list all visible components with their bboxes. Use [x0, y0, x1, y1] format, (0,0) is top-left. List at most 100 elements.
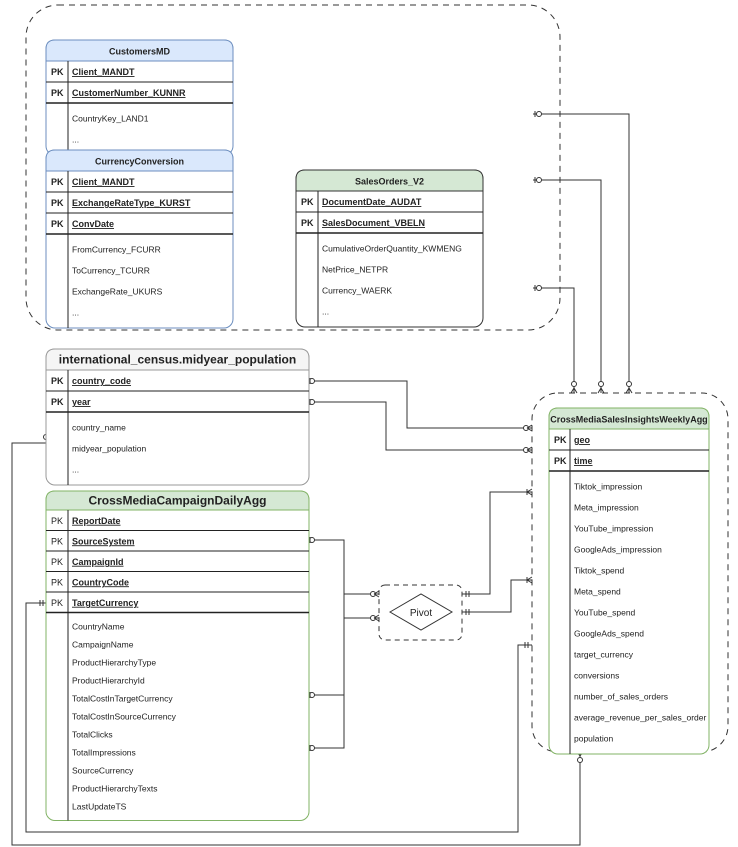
attribute-field[interactable]: TotalCostInSourceCurrency: [72, 712, 177, 722]
table-header: [548, 407, 710, 430]
attribute-field[interactable]: YouTube_impression: [574, 524, 653, 534]
link-campaign-targetcurrency: [25, 602, 532, 833]
pk-label: PK: [301, 218, 314, 228]
pivot-node[interactable]: Pivot: [378, 584, 463, 641]
many-cardinality-icon: [373, 590, 380, 598]
many-cardinality-icon: [625, 387, 633, 394]
link-group-to-weekly-3: [533, 287, 575, 393]
table-title: international_census.midyear_population: [59, 353, 296, 367]
link-pivot-weekly-1: [462, 491, 532, 595]
attribute-field[interactable]: NetPrice_NETPR: [322, 265, 388, 275]
link-campaign-sourcesystem: [309, 539, 345, 749]
attribute-field[interactable]: CampaignName: [72, 640, 134, 650]
optional-cardinality-icon: [536, 285, 542, 291]
attribute-field[interactable]: TotalClicks: [72, 730, 113, 740]
many-cardinality-icon: [373, 614, 380, 622]
pk-label: PK: [51, 536, 63, 546]
attribute-field[interactable]: YouTube_spend: [574, 608, 636, 618]
pk-row[interactable]: PK DocumentDate_AUDAT: [296, 197, 483, 213]
link-pivot-weekly-2: [462, 579, 532, 613]
attribute-field[interactable]: population: [574, 734, 614, 744]
pk-label: PK: [301, 197, 314, 207]
attribute-field[interactable]: conversions: [574, 671, 619, 681]
pk-field: CountryCode: [72, 577, 129, 587]
attribute-field[interactable]: ...: [72, 135, 79, 145]
attribute-field[interactable]: target_currency: [574, 650, 634, 660]
pk-field: TargetCurrency: [72, 598, 138, 608]
attribute-field[interactable]: ...: [72, 465, 79, 475]
pk-label: PK: [51, 177, 64, 187]
attribute-field[interactable]: GoogleAds_impression: [574, 545, 662, 555]
many-cardinality-icon: [526, 446, 533, 454]
pivot-label: Pivot: [410, 608, 432, 619]
source-tables-group: [25, 4, 561, 331]
attribute-field[interactable]: midyear_population: [72, 444, 146, 454]
pk-label: PK: [51, 516, 63, 526]
pk-field: DocumentDate_AUDAT: [322, 197, 422, 207]
attribute-field[interactable]: CountryName: [72, 622, 125, 632]
attribute-field[interactable]: CumulativeOrderQuantity_KWMENG: [322, 244, 462, 254]
attribute-field[interactable]: FromCurrency_FCURR: [72, 245, 161, 255]
pk-label: PK: [51, 557, 63, 567]
attribute-field[interactable]: country_name: [72, 423, 126, 433]
pk-label: PK: [51, 198, 64, 208]
attribute-field[interactable]: ...: [72, 308, 79, 318]
pk-field: time: [574, 456, 593, 466]
pivot-diamond: [389, 593, 453, 631]
table-header: [45, 149, 234, 172]
table-header: [45, 39, 234, 62]
pk-row[interactable]: PK CampaignId: [46, 557, 309, 572]
pk-label: PK: [51, 397, 64, 407]
attribute-field[interactable]: ...: [322, 307, 329, 317]
attribute-field[interactable]: average_revenue_per_sales_order: [574, 713, 706, 723]
table-frame: [548, 407, 710, 755]
attribute-field[interactable]: TotalImpressions: [72, 748, 136, 758]
output-table-group: [531, 392, 729, 753]
attribute-field[interactable]: ProductHierarchyId: [72, 676, 145, 686]
attribute-field[interactable]: GoogleAds_spend: [574, 629, 644, 639]
attribute-field[interactable]: Meta_impression: [574, 503, 639, 513]
table-title: CrossMediaCampaignDailyAgg: [88, 494, 266, 508]
attribute-field[interactable]: ProductHierarchyTexts: [72, 784, 158, 794]
pk-row[interactable]: PK CountryCode: [46, 577, 309, 593]
attribute-field[interactable]: number_of_sales_orders: [574, 692, 668, 702]
pk-field: SalesDocument_VBELN: [322, 218, 425, 228]
many-cardinality-icon: [570, 387, 578, 394]
pk-label: PK: [51, 577, 63, 587]
pk-field: CampaignId: [72, 557, 124, 567]
attribute-field[interactable]: ExchangeRate_UKURS: [72, 287, 163, 297]
attribute-field[interactable]: Tiktok_spend: [574, 566, 625, 576]
pk-field: Client_MANDT: [72, 67, 135, 77]
attribute-field[interactable]: TotalCostInTargetCurrency: [72, 694, 173, 704]
attribute-field[interactable]: Tiktok_impression: [574, 482, 642, 492]
attribute-field[interactable]: CountryKey_LAND1: [72, 114, 149, 124]
attribute-field[interactable]: SourceCurrency: [72, 766, 134, 776]
table-international-census-midyear-population[interactable]: international_census.midyear_populationP…: [45, 348, 310, 486]
attribute-field[interactable]: Currency_WAERK: [322, 286, 392, 296]
pk-row[interactable]: PK SalesDocument_VBELN: [296, 218, 483, 234]
attribute-field[interactable]: ProductHierarchyType: [72, 658, 156, 668]
attribute-field[interactable]: LastUpdateTS: [72, 802, 127, 812]
attribute-field[interactable]: ToCurrency_TCURR: [72, 266, 150, 276]
many-cardinality-icon: [526, 576, 533, 584]
optional-cardinality-icon: [626, 381, 632, 387]
table-header: [45, 348, 310, 371]
attribute-field[interactable]: Meta_spend: [574, 587, 621, 597]
